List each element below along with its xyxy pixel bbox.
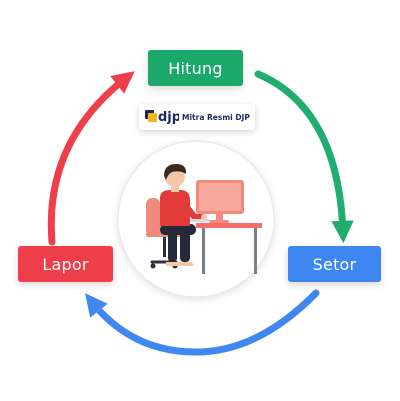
mitra-resmi-badge: djp Mitra Resmi DJP <box>139 104 255 130</box>
badge-text: Mitra Resmi DJP <box>182 112 250 122</box>
step-setor: Setor <box>288 246 381 282</box>
step-setor-label: Setor <box>312 254 357 274</box>
arrow-lapor-to-hitung <box>47 71 135 246</box>
djp-logo: djp <box>145 110 179 125</box>
arrow-hitung-to-setor <box>254 70 354 244</box>
computer-monitor-icon <box>190 180 244 223</box>
step-hitung-label: Hitung <box>168 58 223 78</box>
step-lapor: Lapor <box>18 246 113 282</box>
person-icon <box>160 164 207 266</box>
arrow-setor-to-lapor <box>85 289 320 356</box>
illustration <box>117 140 275 298</box>
djp-logo-text: djp <box>158 110 179 125</box>
step-hitung: Hitung <box>148 50 243 86</box>
desk-icon <box>196 223 262 274</box>
step-lapor-label: Lapor <box>42 254 89 274</box>
